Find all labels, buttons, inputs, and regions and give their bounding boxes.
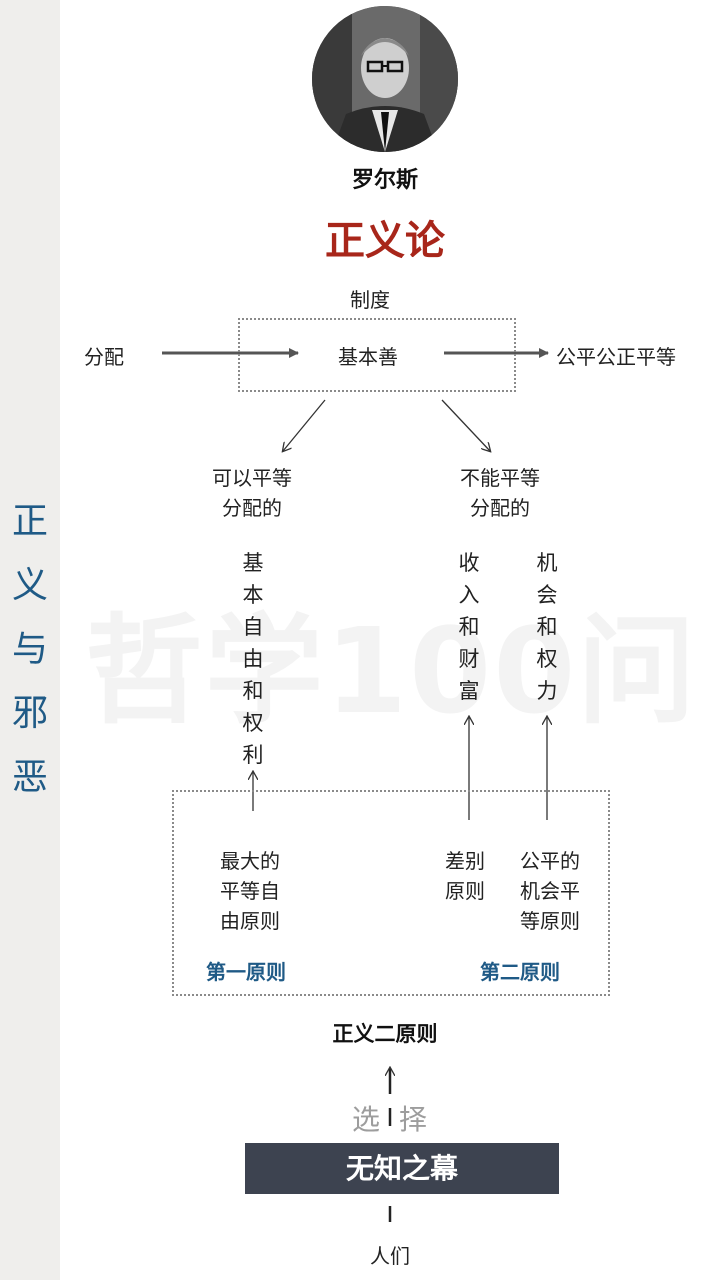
item-char: 财 (458, 647, 480, 671)
item-char: 基 (242, 551, 264, 575)
right-branch-heading-line: 不能平等 (460, 466, 540, 490)
philosopher-name: 罗尔斯 (351, 167, 418, 193)
principles-box (172, 790, 610, 996)
opportunity-principle-line: 公平的 (520, 849, 580, 873)
item-char: 收 (458, 551, 480, 575)
input-node: 分配 (84, 345, 124, 369)
item-char: 自 (242, 615, 264, 639)
sidebar-title-char: 义 (11, 565, 48, 606)
item-char: 权 (536, 647, 558, 671)
output-node: 公平公正平等 (556, 345, 676, 369)
core-node: 基本善 (338, 345, 398, 369)
right-branch-heading: 不能平等 分配的 (440, 463, 560, 523)
opportunity-power-item: 机 会 和 权 力 (532, 547, 562, 707)
item-char: 入 (458, 583, 480, 607)
sidebar-title-char: 与 (11, 629, 48, 670)
left-branch-heading-line: 分配的 (222, 496, 282, 520)
first-principle-line: 由原则 (220, 909, 280, 933)
sidebar-title: 正 义 与 邪 恶 (0, 490, 60, 810)
item-char: 和 (458, 615, 480, 639)
difference-principle-line: 差别 (445, 849, 485, 873)
difference-principle-text: 差别 原则 (445, 846, 485, 906)
item-char: 和 (536, 615, 558, 639)
two-principles-title: 正义二原则 (332, 1021, 438, 1046)
opportunity-principle-line: 机会平 (520, 879, 580, 903)
arrow-to-right-branch (441, 399, 490, 451)
item-char: 和 (242, 679, 264, 703)
sidebar-title-char: 正 (11, 501, 48, 542)
institution-label: 制度 (350, 288, 390, 312)
arrow-to-left-branch (283, 399, 326, 451)
person-icon (312, 6, 458, 152)
choose-left-char: 选 (352, 1103, 381, 1136)
sidebar-panel: 正 义 与 邪 恶 (0, 0, 60, 1280)
income-wealth-item: 收 入 和 财 富 (454, 547, 484, 707)
basic-liberties-item: 基 本 自 由 和 权 利 (238, 547, 268, 771)
institution-box (238, 318, 516, 392)
item-char: 由 (242, 647, 264, 671)
watermark: 哲学100问 (85, 602, 698, 740)
sidebar-title-char: 邪 (11, 693, 48, 734)
item-char: 本 (242, 583, 264, 607)
first-principle-text: 最大的 平等自 由原则 (220, 846, 280, 936)
first-principle-line: 平等自 (220, 879, 280, 903)
item-char: 利 (242, 743, 264, 767)
item-char: 富 (458, 679, 480, 703)
book-title: 正义论 (325, 217, 445, 264)
item-char: 权 (242, 711, 264, 735)
right-branch-heading-line: 分配的 (470, 496, 530, 520)
opportunity-principle-text: 公平的 机会平 等原则 (520, 846, 580, 936)
second-principle-label: 第二原则 (480, 960, 560, 984)
item-char: 会 (536, 583, 558, 607)
people-label: 人们 (370, 1244, 410, 1268)
item-char: 力 (536, 679, 558, 703)
opportunity-principle-line: 等原则 (520, 909, 580, 933)
item-char: 机 (536, 551, 558, 575)
left-branch-heading-line: 可以平等 (212, 466, 292, 490)
first-principle-line: 最大的 (220, 849, 280, 873)
veil-of-ignorance: 无知之幕 (245, 1143, 559, 1194)
sidebar-title-char: 恶 (11, 757, 48, 798)
left-branch-heading: 可以平等 分配的 (192, 463, 312, 523)
first-principle-label: 第一原则 (206, 960, 286, 984)
portrait-photo (312, 6, 458, 152)
choose-right-char: 择 (399, 1103, 428, 1136)
difference-principle-line: 原则 (445, 879, 485, 903)
